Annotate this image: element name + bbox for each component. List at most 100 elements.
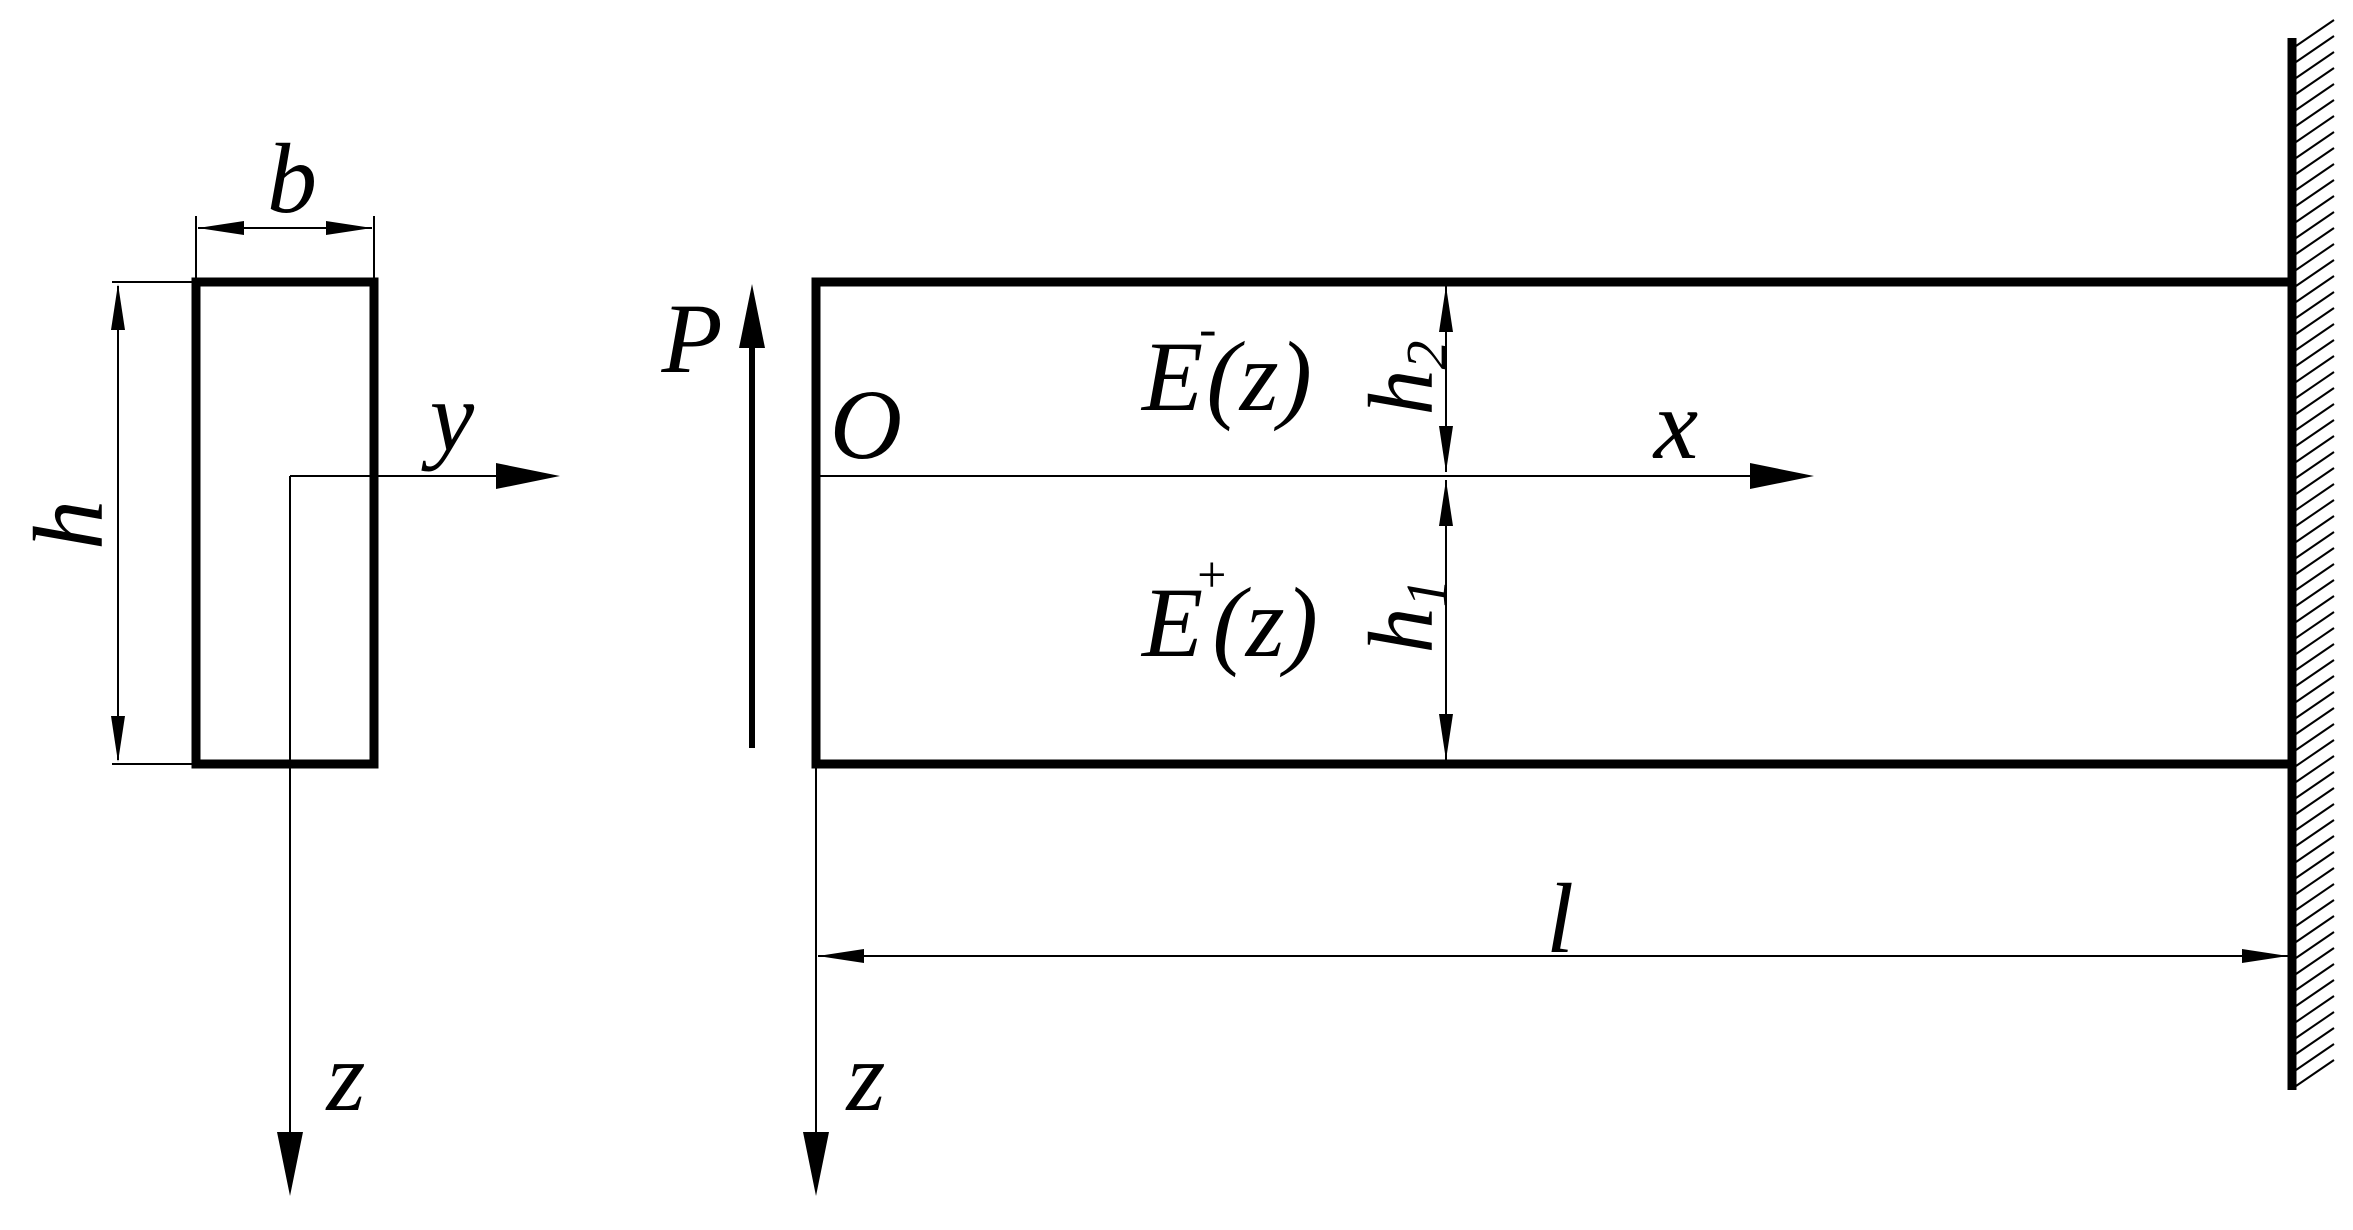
section-y-label: y bbox=[421, 361, 475, 472]
wall-hatch-line bbox=[2295, 883, 2335, 911]
wall-hatch-line bbox=[2295, 643, 2335, 671]
wall-hatch-line bbox=[2295, 595, 2335, 623]
cross-section: h b y z bbox=[13, 123, 560, 1196]
wall-hatch-line bbox=[2295, 675, 2335, 703]
wall-hatch-line bbox=[2295, 419, 2335, 447]
beam: x O z P h2 h1 E-(z) E+(z) bbox=[660, 19, 2335, 1196]
wall-hatch-line bbox=[2295, 291, 2335, 319]
wall-hatch-line bbox=[2295, 467, 2335, 495]
h-dimension-arrow-bottom bbox=[111, 716, 125, 762]
length-arrow-right bbox=[2242, 949, 2288, 963]
wall-hatch-line bbox=[2295, 867, 2335, 895]
wall-hatch-line bbox=[2295, 35, 2335, 63]
wall-hatch-line bbox=[2295, 323, 2335, 351]
wall-hatch-line bbox=[2295, 339, 2335, 367]
upper-modulus-sign: - bbox=[1199, 301, 1216, 358]
beam-outline bbox=[811, 277, 2288, 769]
wall-hatch-line bbox=[2295, 243, 2335, 271]
load-label: P bbox=[660, 283, 722, 394]
wall-hatch-line bbox=[2295, 307, 2335, 335]
wall-hatch-line bbox=[2295, 1011, 2335, 1039]
length-label: l bbox=[1546, 863, 1574, 974]
wall-hatch-line bbox=[2295, 227, 2335, 255]
beam-z-label: z bbox=[845, 1021, 886, 1132]
wall-hatch-line bbox=[2295, 915, 2335, 943]
wall-hatch-line bbox=[2295, 803, 2335, 831]
h2-label: h2 bbox=[1350, 341, 1459, 416]
wall-hatch-line bbox=[2295, 755, 2335, 783]
wall-hatch-line bbox=[2295, 115, 2335, 143]
lower-modulus-label: E+(z) bbox=[1140, 547, 1318, 678]
wall-hatch-line bbox=[2295, 819, 2335, 847]
h2-symbol: h bbox=[1350, 370, 1452, 416]
wall-hatch-line bbox=[2295, 691, 2335, 719]
wall-hatch-line bbox=[2295, 387, 2335, 415]
wall-hatch-line bbox=[2295, 963, 2335, 991]
wall-hatch-line bbox=[2295, 83, 2335, 111]
h1-arrow-bottom bbox=[1439, 714, 1453, 760]
beam-x-axis-arrow bbox=[1750, 463, 1814, 489]
wall-hatch-line bbox=[2295, 211, 2335, 239]
beam-x-label: x bbox=[1652, 369, 1698, 480]
h2-arrow-top bbox=[1439, 286, 1453, 332]
wall-hatch-line bbox=[2295, 563, 2335, 591]
h1-arrow-top bbox=[1439, 480, 1453, 526]
wall-hatch-line bbox=[2295, 723, 2335, 751]
wall-hatch-line bbox=[2295, 931, 2335, 959]
b-dimension-arrow-left bbox=[198, 221, 244, 235]
upper-modulus-argument: (z) bbox=[1206, 321, 1312, 432]
wall-hatch-line bbox=[2295, 371, 2335, 399]
wall-hatch-line bbox=[2295, 99, 2335, 127]
wall-hatch-line bbox=[2295, 451, 2335, 479]
wall-hatch-line bbox=[2295, 483, 2335, 511]
lower-modulus-argument: (z) bbox=[1212, 567, 1318, 678]
wall-hatch-line bbox=[2295, 851, 2335, 879]
h-dimension-arrow-top bbox=[111, 284, 125, 330]
length-arrow-left bbox=[818, 949, 864, 963]
wall-hatch-line bbox=[2295, 67, 2335, 95]
wall-hatch-line bbox=[2295, 611, 2335, 639]
wall-hatch-line bbox=[2295, 659, 2335, 687]
wall-hatch-line bbox=[2295, 899, 2335, 927]
h1-label: h1 bbox=[1350, 579, 1459, 654]
wall-hatch-line bbox=[2295, 1027, 2335, 1055]
wall-hatch-line bbox=[2295, 435, 2335, 463]
wall-hatch-line bbox=[2295, 275, 2335, 303]
section-z-label: z bbox=[325, 1021, 366, 1132]
wall-hatch-line bbox=[2295, 403, 2335, 431]
wall-hatch-line bbox=[2295, 771, 2335, 799]
lower-modulus-sign: + bbox=[1197, 547, 1226, 604]
upper-modulus-label: E-(z) bbox=[1140, 301, 1312, 432]
h1-symbol: h bbox=[1350, 608, 1452, 654]
wall-hatch-line bbox=[2295, 531, 2335, 559]
h2-arrow-bottom bbox=[1439, 426, 1453, 472]
wall-hatch-line bbox=[2295, 787, 2335, 815]
wall-hatch-line bbox=[2295, 707, 2335, 735]
wall-hatch-line bbox=[2295, 739, 2335, 767]
section-z-axis-arrow bbox=[277, 1132, 303, 1196]
wall-hatch-line bbox=[2295, 835, 2335, 863]
wall-hatch-line bbox=[2295, 515, 2335, 543]
wall-hatch-line bbox=[2295, 163, 2335, 191]
b-dimension-arrow-right bbox=[326, 221, 372, 235]
lower-modulus-symbol: E bbox=[1140, 567, 1203, 678]
wall-hatch-line bbox=[2295, 19, 2335, 47]
h1-subscript: 1 bbox=[1394, 579, 1459, 608]
wall-hatch-line bbox=[2295, 499, 2335, 527]
wall-hatch-line bbox=[2295, 1043, 2335, 1071]
wall-hatch-line bbox=[2295, 131, 2335, 159]
wall-hatch-line bbox=[2295, 979, 2335, 1007]
beam-z-axis-arrow bbox=[803, 1132, 829, 1196]
b-label: b bbox=[267, 123, 317, 234]
wall-hatch-line bbox=[2295, 355, 2335, 383]
wall-hatch-line bbox=[2295, 627, 2335, 655]
wall-hatch-line bbox=[2295, 51, 2335, 79]
wall-hatching bbox=[2295, 19, 2335, 1087]
wall-hatch-line bbox=[2295, 259, 2335, 287]
wall-hatch-line bbox=[2295, 547, 2335, 575]
wall-hatch-line bbox=[2295, 179, 2335, 207]
cross-section-rectangle bbox=[191, 277, 379, 769]
section-y-axis-arrow bbox=[496, 463, 560, 489]
h-label: h bbox=[13, 500, 124, 550]
wall-hatch-line bbox=[2295, 995, 2335, 1023]
